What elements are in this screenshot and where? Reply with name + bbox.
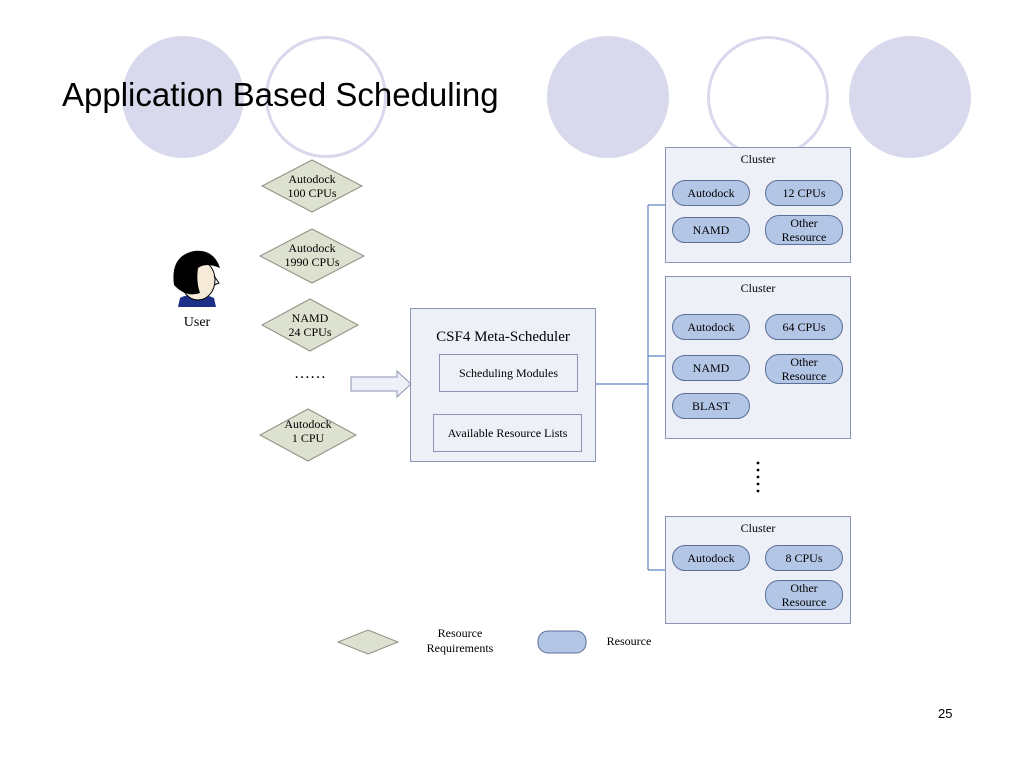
page-number: 25 (938, 706, 953, 721)
requirements-ellipsis: …… (294, 365, 326, 382)
requirement-diamond (260, 298, 360, 352)
requirement-label: Autodock 100 CPUs (287, 172, 337, 200)
cluster-title: Cluster (740, 281, 776, 295)
slide-title: Application Based Scheduling (62, 76, 499, 113)
legend-resource-label: Resource (606, 634, 652, 648)
scheduling-modules-box: Scheduling Modules (439, 354, 578, 392)
requirement-diamond (260, 159, 364, 213)
resource-pill: NAMD (672, 355, 750, 381)
legend-diamond (336, 629, 400, 655)
requirement-label: NAMD 24 CPUs (288, 311, 332, 339)
resource-pill: Autodock (672, 180, 750, 206)
decor-circle (849, 36, 971, 158)
flow-arrow (350, 369, 412, 399)
decor-circle (547, 36, 669, 158)
resource-pill: NAMD (672, 217, 750, 243)
cluster-title: Cluster (740, 152, 776, 166)
resource-pill: BLAST (672, 393, 750, 419)
meta-scheduler-title: CSF4 Meta-Scheduler (436, 329, 570, 345)
resource-pill: Autodock (672, 314, 750, 340)
user-label: User (183, 315, 211, 330)
resource-pill: Other Resource (765, 215, 843, 245)
vertical-ellipsis (756, 461, 760, 493)
resource-lists-box: Available Resource Lists (433, 414, 582, 452)
requirement-label: Autodock 1990 CPUs (284, 241, 340, 269)
resource-pill: 64 CPUs (765, 314, 843, 340)
decor-ring (265, 36, 387, 158)
decor-circle (122, 36, 244, 158)
resource-pill: 8 CPUs (765, 545, 843, 571)
resource-pill: Autodock (672, 545, 750, 571)
requirement-label: Autodock 1 CPU (284, 417, 332, 445)
requirement-diamond (258, 228, 366, 284)
legend-requirements-label: Resource Requirements (426, 626, 494, 655)
requirement-diamond (258, 408, 358, 462)
resource-pill: Other Resource (765, 580, 843, 610)
cluster-title: Cluster (740, 521, 776, 535)
user-icon (173, 250, 220, 307)
resource-pill: 12 CPUs (765, 180, 843, 206)
legend-pill (537, 630, 587, 654)
resource-pill: Other Resource (765, 354, 843, 384)
